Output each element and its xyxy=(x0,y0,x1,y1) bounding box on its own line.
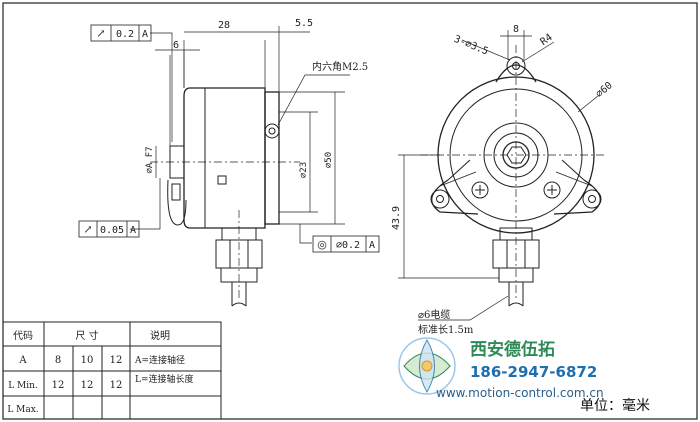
mount-hole-right xyxy=(588,195,596,203)
front-gland-bottom xyxy=(498,267,534,283)
row2-code: L Min. xyxy=(8,381,38,391)
ear-top-boss xyxy=(506,56,526,76)
tol3-ref: A xyxy=(369,240,375,251)
tol2-value: 0.05 xyxy=(100,225,124,236)
dim-r4: R4 xyxy=(538,32,554,48)
side-cable xyxy=(231,282,247,306)
row1-code: A xyxy=(18,355,27,366)
mount-hole-left xyxy=(436,195,444,203)
mount-hole-top xyxy=(512,62,520,70)
brand-logo-icon xyxy=(398,337,456,395)
row2-v3: 12 xyxy=(110,380,123,391)
brand-phone: 186-2947-6872 xyxy=(470,363,597,381)
tol3-value: ⌀0.2 xyxy=(336,240,360,251)
cable-label-1: ⌀6电缆 xyxy=(418,308,450,321)
side-view xyxy=(130,26,350,307)
shaft-hex-icon xyxy=(506,146,527,164)
size-table xyxy=(2,321,222,420)
row2-v2: 12 xyxy=(81,380,94,391)
front-view xyxy=(398,30,605,321)
row2-v1: 12 xyxy=(52,380,65,391)
side-nut xyxy=(171,183,181,201)
hex-screw-icon xyxy=(264,123,280,139)
row1-v3: 12 xyxy=(110,355,123,366)
row1-v1: 8 xyxy=(55,355,61,366)
table-header-desc: 说明 xyxy=(150,329,170,342)
tol2-ref: A xyxy=(130,225,136,236)
side-clip xyxy=(167,179,187,226)
brand-name: 西安德伍拓 xyxy=(470,339,555,360)
table-note-2: L=连接轴长度 xyxy=(135,373,194,385)
tol1-ref: A xyxy=(142,29,148,40)
tolerance-box-3 xyxy=(312,235,380,253)
tolerance-box-2 xyxy=(78,220,140,238)
dim-holes: 3-⌀3.5 xyxy=(452,34,490,58)
clamp-screw-right-icon xyxy=(543,181,561,199)
clamp-screw-left-icon xyxy=(471,181,489,199)
table-header-size: 尺 寸 xyxy=(75,329,98,342)
hex-leader xyxy=(277,74,350,126)
phi60-leader xyxy=(577,95,599,113)
r4-leader xyxy=(521,41,555,63)
side-marker xyxy=(217,175,227,185)
tol3-symbol: ◎ xyxy=(317,238,327,251)
tol2-symbol: ↗ xyxy=(83,223,92,236)
dim-28: 28 xyxy=(218,20,230,31)
hub-bore xyxy=(502,141,530,169)
table-note-1: A=连接轴径 xyxy=(134,354,185,366)
dim-43-9: 43.9 xyxy=(391,206,402,230)
side-body xyxy=(183,87,266,229)
dim-phi23: ⌀23 xyxy=(299,162,309,178)
hex-label: 内六角M2.5 xyxy=(312,60,368,73)
cable-leader xyxy=(418,295,509,321)
dim-5-5: 5.5 xyxy=(295,18,313,29)
holes-leader xyxy=(461,39,511,61)
tolerance-box-1 xyxy=(90,24,152,42)
dim-8: 8 xyxy=(513,24,519,35)
cable-label-2: 标准长1.5m xyxy=(418,324,474,336)
front-inner-circle xyxy=(449,88,583,222)
ear-left xyxy=(431,179,479,215)
hub-ring xyxy=(493,132,539,178)
front-cable xyxy=(508,282,524,306)
ear-right-boss xyxy=(582,189,602,209)
ear-top xyxy=(495,64,537,83)
row3-code: L Max. xyxy=(7,405,38,415)
dim-shaft-A: ⌀A F7 xyxy=(145,146,155,173)
tol1-value: 0.2 xyxy=(116,29,134,40)
ear-left-boss xyxy=(430,189,450,209)
brand-url: www.motion-control.com.cn xyxy=(436,386,604,400)
side-flange xyxy=(264,91,280,225)
unit-label: 单位：毫米 xyxy=(580,397,650,414)
ear-right xyxy=(553,179,601,215)
dim-6: 6 xyxy=(173,40,179,51)
hub-outer xyxy=(483,122,549,188)
tol1-symbol: ↗ xyxy=(96,27,105,40)
table-header-code: 代码 xyxy=(13,330,33,342)
dim-phi50: ⌀50 xyxy=(324,152,334,168)
hex-socket xyxy=(268,127,276,135)
row1-v2: 10 xyxy=(81,355,94,366)
